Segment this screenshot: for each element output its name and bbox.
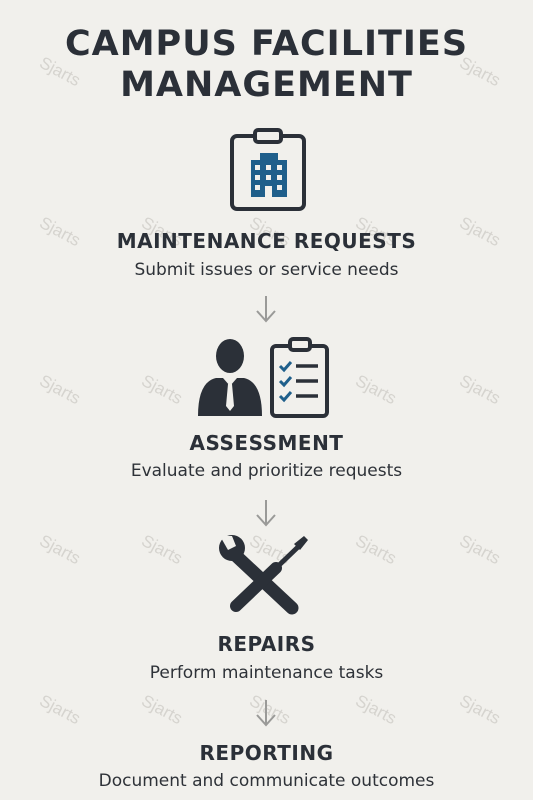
step-desc-repairs: Perform maintenance tasks <box>149 663 384 683</box>
arrow-down-icon <box>256 296 276 323</box>
person-icon <box>198 339 262 416</box>
title-line-2: MANAGEMENT <box>120 65 413 105</box>
step-title-assessment: ASSESSMENT <box>189 431 344 455</box>
person-checklist-icon <box>198 337 329 418</box>
watermark: Sjarts <box>352 370 400 409</box>
watermark: Sjarts <box>456 370 504 409</box>
watermark: Sjarts <box>456 530 504 569</box>
checklist-icon <box>270 337 329 418</box>
screwdriver-icon <box>230 536 308 612</box>
arrow-down-icon <box>256 500 276 527</box>
watermark: Sjarts <box>138 690 186 729</box>
watermark: Sjarts <box>36 690 84 729</box>
wrench-screwdriver-icon <box>219 535 308 615</box>
step-desc-assessment: Evaluate and prioritize requests <box>130 461 403 481</box>
page-title: CAMPUS FACILITIES MANAGEMENT <box>0 24 533 106</box>
step-desc-reporting: Document and communicate outcomes <box>98 771 435 791</box>
title-line-1: CAMPUS FACILITIES <box>64 24 469 64</box>
clipboard-building-icon <box>230 128 306 211</box>
step-title-reporting: REPORTING <box>199 741 334 765</box>
watermark: Sjarts <box>36 530 84 569</box>
watermark: Sjarts <box>36 370 84 409</box>
watermark: Sjarts <box>352 690 400 729</box>
step-title-repairs: REPAIRS <box>217 632 316 656</box>
wrench-icon <box>219 535 299 615</box>
step-desc-maintenance-requests: Submit issues or service needs <box>134 260 399 280</box>
watermark: Sjarts <box>352 530 400 569</box>
watermark: Sjarts <box>138 530 186 569</box>
watermark: Sjarts <box>456 690 504 729</box>
step-title-maintenance-requests: MAINTENANCE REQUESTS <box>116 229 417 253</box>
watermark: Sjarts <box>138 370 186 409</box>
arrow-down-icon <box>256 700 276 727</box>
